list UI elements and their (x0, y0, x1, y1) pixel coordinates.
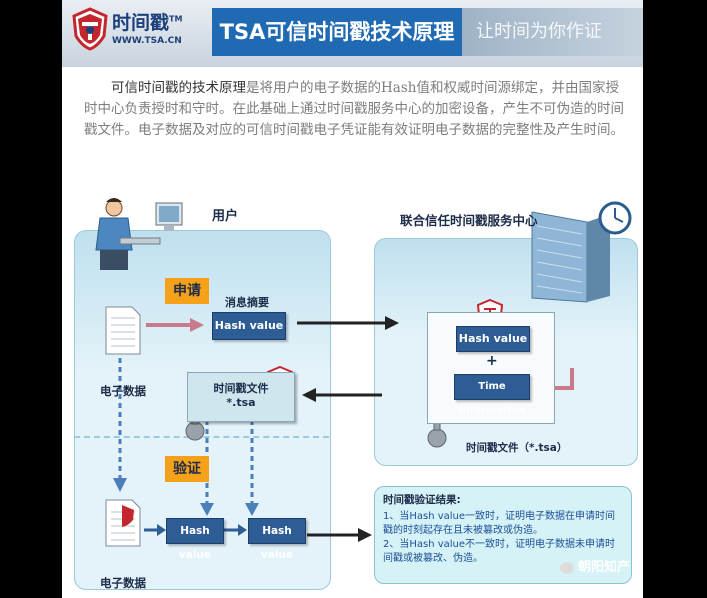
user-computer-icon (95, 198, 183, 270)
page-slogan: 让时间为你作证 (462, 8, 643, 56)
tsa-logo-icon (72, 7, 108, 51)
intro-lead: 可信时间戳的技术原理 (111, 80, 246, 96)
verify-tag: 验证 (165, 456, 209, 482)
verify-hash-box-1: Hash value (166, 518, 224, 561)
page-title: TSA可信时间戳技术原理 (212, 8, 462, 56)
verification-result-box: 时间戳验证结果: 1、当Hash value一致时，证明电子数据在申请时间戳的时… (374, 486, 632, 584)
result-line-2: 2、当Hash value不一致时，证明电子数据未申请时间戳或被篡改、伪造。 (383, 539, 616, 564)
center-label: 联合信任时间戳服务中心 (400, 213, 538, 228)
user-label: 用户 (212, 209, 239, 224)
header-bar: 时间戳TM WWW.TSA.CN TSA可信时间戳技术原理 让时间为你作证 (62, 0, 643, 67)
watermark: 朝阳知产 (560, 556, 690, 575)
e-data-label-verify: 电子数据 (100, 576, 146, 590)
intro-paragraph: 可信时间戳的技术原理是将用户的电子数据的Hash值和权威时间源绑定，并由国家授时… (84, 78, 624, 141)
tsa-file-box: 时间戳文件 *.tsa (187, 372, 295, 422)
tsa-file-name: 时间戳文件 (213, 382, 269, 395)
apply-tag: 申请 (165, 278, 209, 304)
time-information-box: Time information (454, 374, 530, 416)
plus-sign: + (486, 353, 498, 369)
hash-value-box: Hash value (212, 312, 286, 340)
verify-arrow (157, 524, 166, 536)
center-hash-value-box: Hash value (456, 326, 530, 352)
tsa-file-ext: *.tsa (226, 396, 256, 409)
center-tsa-file-label: 时间戳文件（*.tsa） (466, 442, 568, 454)
intro-text: 是将用户的电子数据的Hash值和权威时间源绑定，并由国家授时中心负责授时和守时。… (84, 80, 624, 138)
building-clock-icon (531, 201, 632, 303)
document-icon-verify (105, 499, 141, 547)
slide: 时间戳TM WWW.TSA.CN TSA可信时间戳技术原理 让时间为你作证 可信… (62, 0, 643, 598)
brand-site: WWW.TSA.CN (112, 36, 182, 46)
brand-name: 时间戳TM (112, 12, 183, 34)
result-title: 时间戳验证结果: (383, 494, 461, 506)
result-line-1: 1、当Hash value一致时，证明电子数据在申请时间戳的时刻起存在且未被篡改… (383, 511, 616, 536)
document-icon (105, 306, 141, 355)
e-data-label: 电子数据 (100, 384, 146, 398)
digest-label: 消息摘要 (225, 296, 269, 309)
verify-hash-box-2: Hash value (248, 518, 306, 561)
wechat-icon (560, 561, 574, 574)
